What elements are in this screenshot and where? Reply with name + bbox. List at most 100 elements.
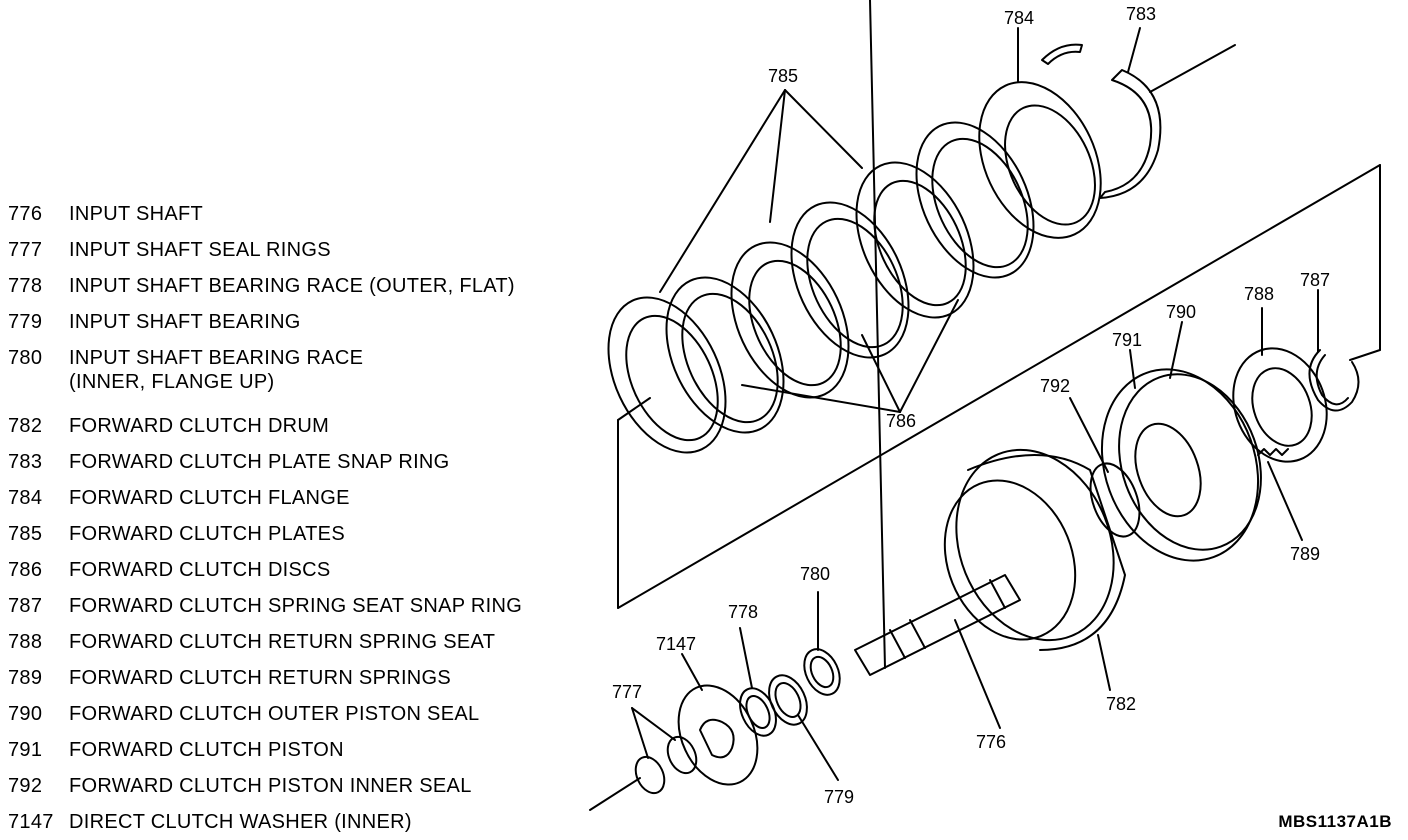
legend-item: 779 INPUT SHAFT BEARING — [8, 304, 588, 340]
legend-item: 792 FORWARD CLUTCH PISTON INNER SEAL — [8, 768, 588, 804]
part-description: FORWARD CLUTCH SPRING SEAT SNAP RING — [69, 595, 523, 617]
assembly-axis-line — [617, 397, 651, 421]
bearing-779 — [768, 674, 839, 781]
part-description: INPUT SHAFT BEARING RACE (INNER, FLANGE … — [69, 347, 364, 393]
leader-line — [769, 89, 786, 223]
clutch-plate — [665, 276, 785, 434]
part-number: 788 — [8, 631, 43, 653]
return-spring-seat-788 — [1232, 347, 1328, 463]
callout-782: 782 — [1106, 694, 1136, 714]
part-description: INPUT SHAFT — [69, 203, 204, 225]
callout-785: 785 — [768, 66, 798, 86]
return-springs-789 — [1257, 448, 1289, 456]
leader-line — [1069, 397, 1109, 473]
legend-item: 777 INPUT SHAFT SEAL RINGS — [8, 232, 588, 268]
part-number: 782 — [8, 415, 43, 437]
direct-clutch-washer-7147 — [677, 653, 759, 786]
part-description: INPUT SHAFT BEARING — [69, 311, 301, 333]
assembly-axis-line — [589, 777, 641, 811]
callout-7147: 7147 — [656, 634, 696, 654]
part-number: 789 — [8, 667, 43, 689]
part-number: 783 — [8, 451, 43, 473]
leader-line — [659, 89, 786, 293]
flange-784 — [978, 43, 1102, 239]
callout-778: 778 — [728, 602, 758, 622]
part-description: FORWARD CLUTCH RETURN SPRINGS — [69, 667, 452, 689]
leader-line — [741, 384, 901, 413]
legend-item: 782 FORWARD CLUTCH DRUM — [8, 408, 588, 444]
part-number: 7147 — [8, 811, 54, 833]
callout-777: 777 — [612, 682, 642, 702]
part-description: FORWARD CLUTCH PISTON — [69, 739, 344, 761]
part-number: 792 — [8, 775, 43, 797]
input-shaft-776 — [854, 0, 1021, 729]
clutch-disc — [855, 161, 975, 319]
part-number: 791 — [8, 739, 43, 761]
legend-item: 788 FORWARD CLUTCH RETURN SPRING SEAT — [8, 624, 588, 660]
assembly-axis-line — [617, 164, 1381, 609]
callout-792: 792 — [1040, 376, 1070, 396]
clutch-plate — [790, 201, 910, 359]
leader-line — [1127, 27, 1141, 73]
leader-line — [1129, 349, 1136, 389]
part-number: 776 — [8, 203, 43, 225]
bearing-race-778 — [739, 627, 777, 737]
part-description: FORWARD CLUTCH PLATES — [69, 523, 345, 545]
snap-ring-783 — [1099, 69, 1162, 199]
clutch-disc — [607, 296, 727, 454]
legend-item: 791 FORWARD CLUTCH PISTON — [8, 732, 588, 768]
part-number: 784 — [8, 487, 43, 509]
part-number: 779 — [8, 311, 43, 333]
clutch-disc — [730, 241, 850, 399]
part-description: FORWARD CLUTCH PISTON INNER SEAL — [69, 775, 472, 797]
leader-line — [739, 627, 753, 689]
part-description: FORWARD CLUTCH RETURN SPRING SEAT — [69, 631, 496, 653]
leader-line — [899, 299, 959, 413]
assembly-axis-line — [1349, 349, 1381, 361]
callout-789: 789 — [1290, 544, 1320, 564]
legend-item: 778 INPUT SHAFT BEARING RACE (OUTER, FLAT… — [8, 268, 588, 304]
callout-783: 783 — [1126, 4, 1156, 24]
part-description: FORWARD CLUTCH DRUM — [69, 415, 330, 437]
parts-legend: 776 INPUT SHAFT 777 INPUT SHAFT SEAL RINGS… — [8, 196, 588, 840]
clutch-plate — [915, 121, 1035, 279]
snap-ring-787 — [1308, 349, 1360, 412]
assembly-axis-line — [1149, 44, 1236, 93]
part-number: 777 — [8, 239, 43, 261]
callout-791: 791 — [1112, 330, 1142, 350]
piston-inner-seal-792 — [1089, 462, 1141, 538]
part-number: 785 — [8, 523, 43, 545]
part-number: 780 — [8, 347, 43, 369]
leader-line — [784, 89, 863, 169]
legend-item: 786 FORWARD CLUTCH DISCS — [8, 552, 588, 588]
part-description: FORWARD CLUTCH PLATE SNAP RING — [69, 451, 450, 473]
legend-item: 780 INPUT SHAFT BEARING RACE (INNER, FLAN… — [8, 340, 588, 408]
part-description: FORWARD CLUTCH OUTER PISTON SEAL — [69, 703, 480, 725]
callout-786: 786 — [886, 411, 916, 431]
forward-clutch-piston-791 — [1100, 368, 1262, 562]
part-description: FORWARD CLUTCH FLANGE — [69, 487, 350, 509]
callout-790: 790 — [1166, 302, 1196, 322]
figure-code: MBS1137A1B — [1278, 812, 1392, 831]
leader-line — [861, 334, 901, 413]
leader-line — [631, 707, 676, 741]
callout-779: 779 — [824, 787, 854, 807]
leader-line — [1267, 461, 1303, 541]
callout-788: 788 — [1244, 284, 1274, 304]
legend-item: 785 FORWARD CLUTCH PLATES — [8, 516, 588, 552]
legend-item: 789 FORWARD CLUTCH RETURN SPRINGS — [8, 660, 588, 696]
part-description: FORWARD CLUTCH DISCS — [69, 559, 331, 581]
part-number: 787 — [8, 595, 43, 617]
part-description: INPUT SHAFT BEARING RACE (OUTER, FLAT) — [69, 275, 515, 297]
legend-item: 784 FORWARD CLUTCH FLANGE — [8, 480, 588, 516]
leader-line — [681, 653, 703, 691]
part-number: 786 — [8, 559, 43, 581]
leader-line — [631, 707, 649, 759]
part-number: 778 — [8, 275, 43, 297]
leader-line — [1169, 321, 1183, 379]
bearing-race-780 — [803, 591, 841, 696]
part-description: INPUT SHAFT SEAL RINGS — [69, 239, 331, 261]
